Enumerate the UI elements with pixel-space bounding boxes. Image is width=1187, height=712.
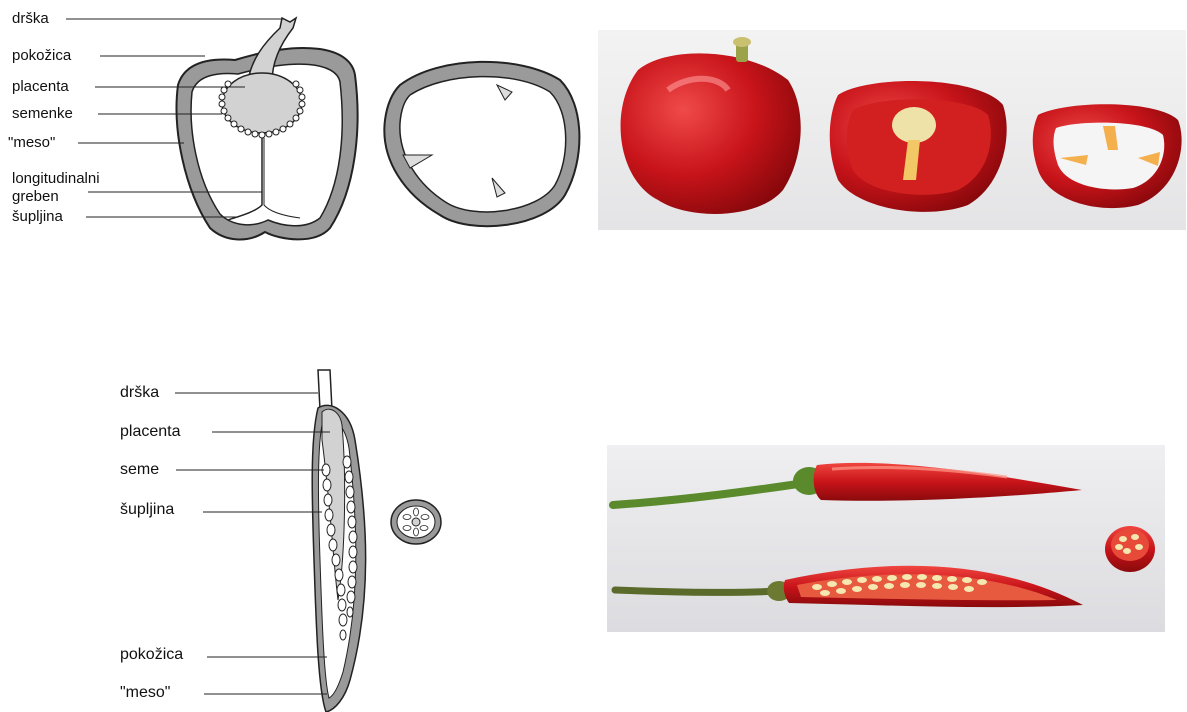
chili-label-stem: drška xyxy=(120,384,159,402)
bell-pepper-cross-section xyxy=(384,62,579,226)
label-skin: pokožica xyxy=(12,47,71,64)
red-chili-pepper-photo xyxy=(607,445,1165,632)
chili-label-skin: pokožica xyxy=(120,646,183,664)
chili-label-cavity: šupljina xyxy=(120,501,174,519)
chili-leader-lines xyxy=(175,393,330,694)
chili-label-flesh: "meso" xyxy=(120,684,170,702)
label-cavity: šupljina xyxy=(12,208,63,225)
bell-pepper-longitudinal-section xyxy=(66,18,358,239)
chili-cross-section xyxy=(391,500,441,544)
red-bell-pepper-photo xyxy=(598,30,1186,230)
chili-stem xyxy=(318,370,332,410)
chili-label-placenta: placenta xyxy=(120,423,181,441)
label-ridge-line1: longitudinalni xyxy=(12,170,100,187)
chili-longitudinal-section xyxy=(175,370,366,712)
label-ridge-line2: greben xyxy=(12,188,59,205)
label-flesh: "meso" xyxy=(8,134,55,151)
label-stem: drška xyxy=(12,10,49,27)
label-seeds: semenke xyxy=(12,105,73,122)
chili-label-seed: seme xyxy=(120,461,159,479)
label-placenta: placenta xyxy=(12,78,69,95)
